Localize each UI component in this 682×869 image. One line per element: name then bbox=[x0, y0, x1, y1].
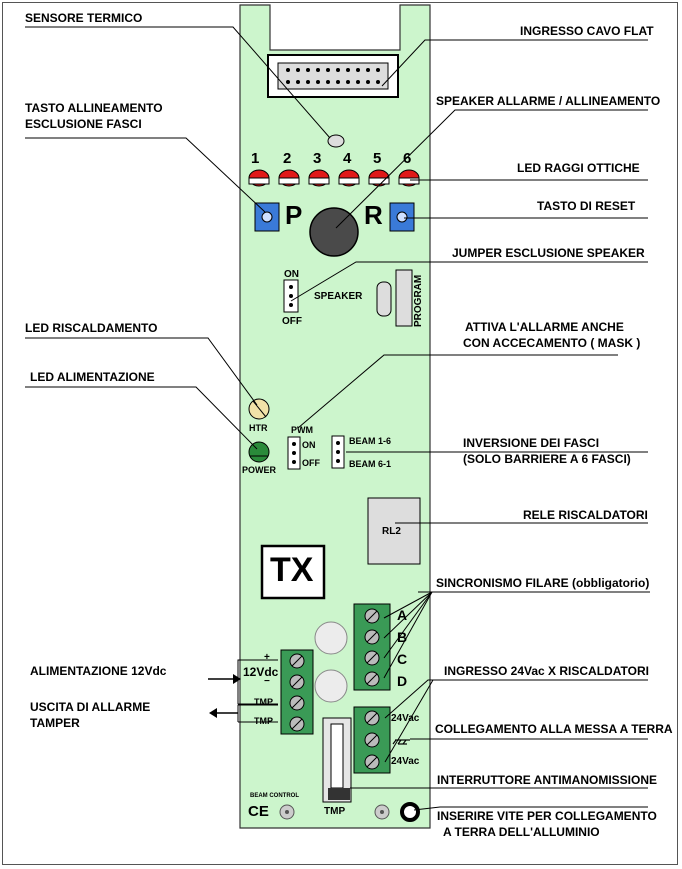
relay-rl2 bbox=[367, 497, 421, 565]
sync-terminal-block bbox=[353, 603, 391, 691]
label-ingresso-24vac: INGRESSO 24Vac X RISCALDATORI bbox=[444, 664, 649, 678]
sync-d-label: D bbox=[397, 673, 408, 689]
capacitor-2 bbox=[314, 669, 348, 703]
sync-a-label: A bbox=[397, 607, 408, 623]
label-esclusione-fasci: ESCLUSIONE FASCI bbox=[25, 117, 142, 131]
button-reset bbox=[389, 202, 415, 232]
led-number-5: 5 bbox=[373, 150, 382, 167]
label-inserire-vite-2: A TERRA DELL'ALLUMINIO bbox=[443, 825, 600, 839]
rl2-label: RL2 bbox=[382, 526, 401, 537]
plus-label: + bbox=[264, 652, 270, 663]
tx-box bbox=[260, 544, 326, 600]
label-led-alimentazione: LED ALIMENTAZIONE bbox=[30, 370, 155, 384]
v12-label: 12Vdc bbox=[243, 665, 279, 679]
label-collegamento-terra: COLLEGAMENTO ALLA MESSA A TERRA bbox=[435, 722, 673, 736]
program-label: PROGRAM bbox=[413, 274, 424, 327]
label-tamper: TAMPER bbox=[30, 716, 80, 730]
ce-mark: CE bbox=[248, 803, 269, 820]
label-inserire-vite-1: INSERIRE VITE PER COLLEGAMENTO bbox=[437, 809, 657, 823]
beam-control-label: BEAM CONTROL bbox=[250, 793, 299, 799]
jumper-on-label: ON bbox=[284, 269, 299, 280]
button-p bbox=[254, 202, 280, 232]
label-rele-riscaldatori: RELE RISCALDATORI bbox=[523, 508, 648, 522]
label-jumper-speaker: JUMPER ESCLUSIONE SPEAKER bbox=[452, 246, 645, 260]
output-arrow bbox=[209, 704, 278, 723]
tmp1-label: TMP bbox=[254, 697, 273, 707]
input-arrow bbox=[208, 674, 241, 684]
led-number-4: 4 bbox=[343, 150, 352, 167]
callout-lines bbox=[25, 26, 650, 811]
htr-led bbox=[248, 398, 270, 420]
led-number-3: 3 bbox=[313, 150, 322, 167]
led-number-1: 1 bbox=[251, 150, 260, 167]
pwm-on-label: ON bbox=[302, 440, 316, 450]
label-inversione-fasci-2: (SOLO BARRIERE A 6 FASCI) bbox=[463, 452, 631, 466]
label-ingresso-cavo-flat: INGRESSO CAVO FLAT bbox=[520, 24, 654, 38]
speaker-label: SPEAKER bbox=[314, 291, 363, 302]
label-attiva-allarme-1: ATTIVA L'ALLARME ANCHE bbox=[465, 320, 624, 334]
tmp-bottom-label: TMP bbox=[324, 806, 346, 817]
label-sincronismo-filare: SINCRONISMO FILARE (obbligatorio) bbox=[436, 576, 650, 590]
beam-jumper bbox=[331, 435, 345, 469]
label-led-raggi-ottiche: LED RAGGI OTTICHE bbox=[517, 161, 640, 175]
power-label: POWER bbox=[242, 465, 277, 475]
tamper-switch bbox=[322, 717, 352, 803]
label-tasto-reset: TASTO DI RESET bbox=[537, 199, 636, 213]
vac-24b-label: 24Vac bbox=[391, 756, 420, 767]
beam-61-label: BEAM 6-1 bbox=[349, 459, 392, 469]
beam-16-label: BEAM 1-6 bbox=[349, 436, 392, 446]
label-tasto-allineamento: TASTO ALLINEAMENTO bbox=[25, 101, 163, 115]
label-interruttore: INTERRUTTORE ANTIMANOMISSIONE bbox=[437, 773, 658, 787]
pwm-jumper bbox=[287, 436, 301, 470]
speaker bbox=[309, 207, 359, 257]
vac-terminal-block bbox=[353, 706, 391, 774]
label-sensore-termico: SENSORE TERMICO bbox=[25, 11, 143, 25]
power-terminal-block bbox=[280, 649, 314, 735]
sync-c-label: C bbox=[397, 651, 408, 667]
capacitor-1 bbox=[314, 621, 348, 655]
minus-label: − bbox=[264, 676, 270, 687]
thermal-sensor bbox=[327, 134, 345, 148]
ground-screw bbox=[400, 802, 420, 822]
label-speaker-allarme: SPEAKER ALLARME / ALLINEAMENTO bbox=[436, 94, 661, 108]
label-uscita-allarme: USCITA DI ALLARME bbox=[30, 700, 151, 714]
program-connector bbox=[376, 269, 413, 327]
power-led bbox=[248, 441, 270, 463]
pwm-off-label: OFF bbox=[302, 458, 320, 468]
label-alimentazione-12vdc: ALIMENTAZIONE 12Vdc bbox=[30, 664, 167, 678]
flat-cable-connector bbox=[267, 54, 399, 98]
pwm-label: PWM bbox=[291, 425, 313, 435]
tx-label: TX bbox=[270, 551, 314, 589]
button-r-label: R bbox=[364, 200, 383, 230]
label-attiva-allarme-2: CON ACCECAMENTO ( MASK ) bbox=[463, 336, 641, 350]
led-number-6: 6 bbox=[403, 150, 412, 167]
button-p-label: P bbox=[285, 200, 303, 230]
ground-symbol bbox=[392, 739, 410, 745]
speaker-jumper bbox=[283, 279, 299, 313]
vac-24a-label: 24Vac bbox=[391, 713, 420, 724]
htr-label: HTR bbox=[249, 423, 268, 433]
tmp2-label: TMP bbox=[254, 716, 273, 726]
sync-b-label: B bbox=[397, 629, 408, 645]
led-number-2: 2 bbox=[283, 150, 292, 167]
label-led-riscaldamento: LED RISCALDAMENTO bbox=[25, 321, 158, 335]
jumper-off-label: OFF bbox=[282, 316, 302, 327]
label-inversione-fasci-1: INVERSIONE DEI FASCI bbox=[463, 436, 600, 450]
